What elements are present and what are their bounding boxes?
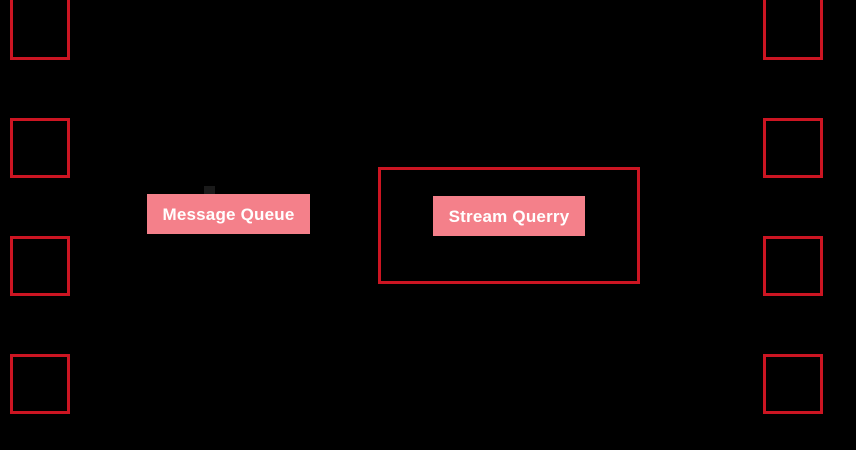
stream-query-group-rect[interactable] <box>378 167 640 284</box>
left-node-2[interactable] <box>10 118 70 178</box>
right-node-1[interactable] <box>763 0 823 60</box>
left-node-3[interactable] <box>10 236 70 296</box>
left-node-1[interactable] <box>10 0 70 60</box>
message-queue-chip[interactable]: Message Queue <box>147 194 310 234</box>
right-node-2[interactable] <box>763 118 823 178</box>
right-node-4[interactable] <box>763 354 823 414</box>
left-node-4[interactable] <box>10 354 70 414</box>
right-node-3[interactable] <box>763 236 823 296</box>
stream-query-chip[interactable]: Stream Querry <box>433 196 585 236</box>
message-queue-tick-artifact <box>204 186 215 195</box>
